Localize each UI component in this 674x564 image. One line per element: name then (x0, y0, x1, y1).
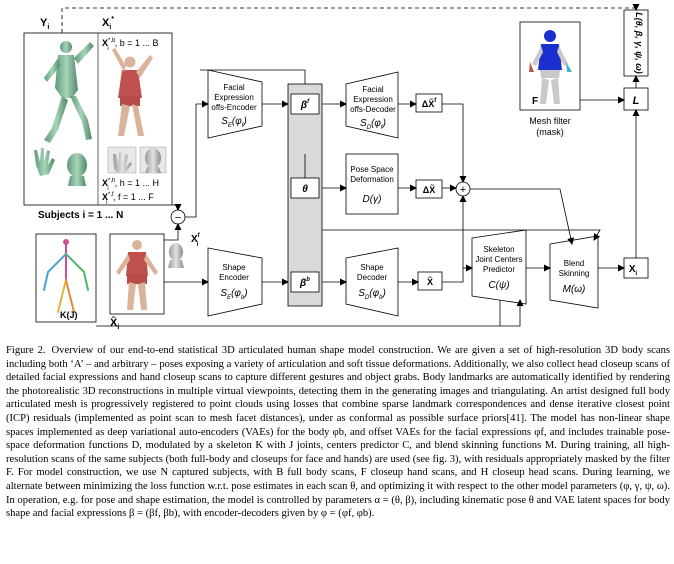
svg-text:+: + (460, 184, 466, 196)
shape-encoder: Shape Encoder SE(φb) (207, 247, 263, 317)
head-closeup-figure (139, 146, 167, 174)
svg-text:Decoder: Decoder (357, 273, 388, 282)
latent-theta: θ (302, 184, 308, 195)
svg-text:L(θ, β, γ, ψ, ω): L(θ, β, γ, ψ, ω) (634, 12, 644, 74)
template-panel: X̄i (109, 233, 165, 331)
mesh-filter-label: Mesh filter (529, 116, 571, 126)
connection-arrows (61, 4, 640, 327)
subtract-node: − (170, 209, 186, 225)
head-template-figure (168, 243, 184, 268)
svg-text:Facial: Facial (223, 83, 245, 92)
scanned-head-figure (67, 153, 87, 186)
caption-text: Overview of our end-to-end statistical 3… (6, 345, 670, 520)
textured-body-figure (112, 48, 153, 136)
xtilde-box: X̃ (417, 271, 443, 291)
latent-beta-f: βf (300, 99, 310, 111)
loss-function-box: L(θ, β, γ, ψ, ω) (623, 9, 649, 77)
delta-pose-box: ΔX̃ (415, 179, 443, 199)
svg-text:Facial: Facial (362, 85, 384, 94)
blend-skinning: Blend Skinning M(ω) (549, 235, 599, 309)
pose-space-deformation: Pose Space Deformation D(γ) (345, 153, 399, 215)
mesh-filter-panel: F Mesh filter (mask) (519, 21, 581, 137)
svg-text:Blend: Blend (564, 259, 584, 268)
shape-decoder: Shape Decoder SD(φb) (345, 247, 399, 317)
svg-text:X̃: X̃ (427, 276, 433, 287)
svg-text:M(ω): M(ω) (563, 284, 586, 295)
mesh-filter-F: F (532, 96, 538, 107)
svg-text:Shape: Shape (222, 263, 246, 272)
svg-text:Expression: Expression (353, 95, 393, 104)
svg-text:offs-Encoder: offs-Encoder (211, 103, 257, 112)
y-scans-label: Yi (40, 17, 49, 31)
svg-text:Xi: Xi (629, 264, 638, 277)
svg-text:SD(φf): SD(φf) (360, 118, 386, 131)
delta-face-box: ΔX̃f (415, 93, 443, 113)
subjects-caption: Subjects i = 1 ... N (38, 210, 123, 221)
svg-text:Expression: Expression (214, 93, 254, 102)
skeleton-panel: K(J) (35, 233, 97, 323)
svg-text:L: L (633, 95, 640, 107)
svg-text:SE(φf): SE(φf) (221, 116, 247, 129)
figure-caption: Figure 2.Overview of our end-to-end stat… (6, 344, 670, 562)
svg-text:Deformation: Deformation (350, 175, 394, 184)
mesh-filter-mask-label: (mask) (536, 127, 564, 137)
skeleton-label: K(J) (60, 310, 78, 320)
loss-box: L (623, 87, 649, 111)
x-star-label: Xi* (102, 16, 114, 31)
svg-text:Joint Centers: Joint Centers (475, 255, 522, 264)
svg-text:−: − (175, 212, 181, 224)
scanned-hand-figure (34, 148, 55, 176)
svg-text:Encoder: Encoder (219, 273, 249, 282)
svg-text:D(γ): D(γ) (363, 194, 382, 205)
hand-closeup-figure (107, 146, 137, 174)
scanned-body-figure (44, 41, 94, 143)
svg-text:Shape: Shape (360, 263, 384, 272)
svg-text:Pose Space: Pose Space (350, 165, 394, 174)
latent-beta-b: βb (299, 277, 310, 289)
facial-expression-decoder: Facial Expression offs-Decoder SD(φf) (345, 71, 399, 139)
svg-text:Predictor: Predictor (483, 265, 515, 274)
output-x-box: Xi (623, 257, 649, 279)
facial-expression-encoder: Facial Expression offs-Encoder SE(φf) (207, 69, 263, 139)
svg-text:SE(φb): SE(φb) (220, 288, 247, 301)
svg-text:offs-Decoder: offs-Decoder (350, 105, 396, 114)
svg-text:ΔX̃: ΔX̃ (423, 184, 435, 195)
figure-label: Figure 2. (6, 345, 46, 356)
latent-column: βf θ βb (287, 83, 323, 307)
svg-text:Skeleton: Skeleton (483, 245, 514, 254)
svg-text:Skinning: Skinning (559, 269, 590, 278)
template-label: X̄i (110, 317, 119, 331)
svg-text:ΔX̃f: ΔX̃f (422, 98, 437, 109)
svg-text:C(ψ): C(ψ) (488, 280, 509, 291)
skeleton-joint-predictor: Skeleton Joint Centers Predictor C(ψ) (471, 229, 527, 305)
svg-text:SD(φb): SD(φb) (358, 288, 386, 301)
add-node: + (455, 181, 471, 197)
